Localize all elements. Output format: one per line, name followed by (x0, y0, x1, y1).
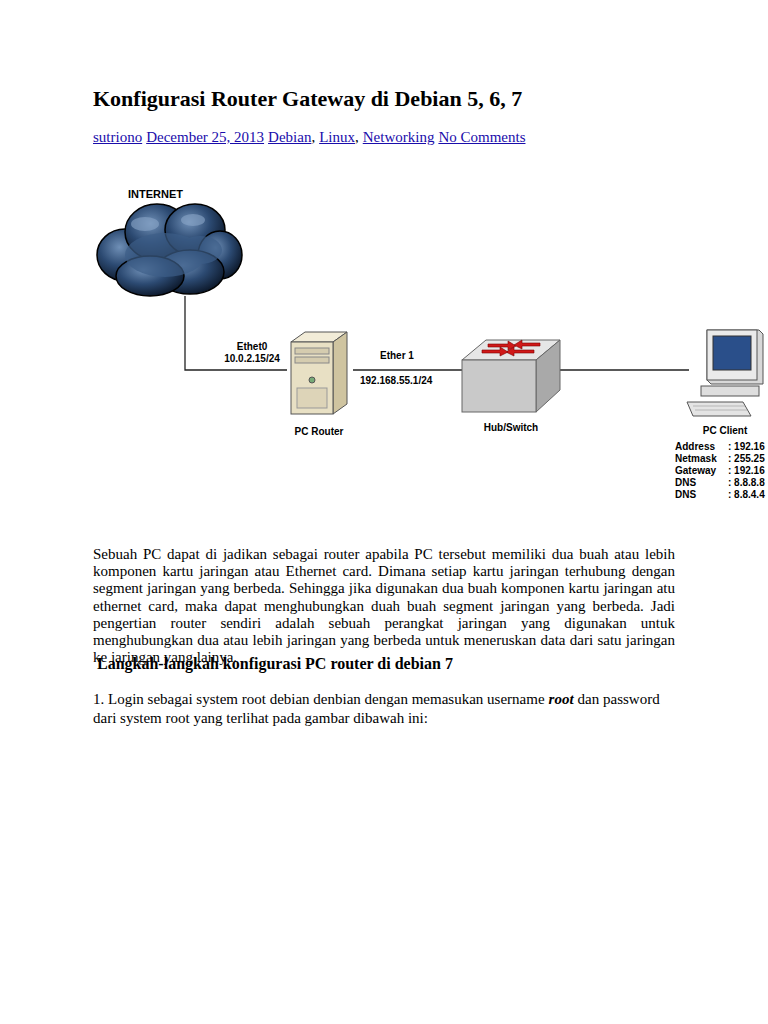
network-cable (185, 296, 287, 370)
text-run: , (355, 129, 359, 145)
network-node: PC Client (685, 326, 765, 438)
diagram-label: Gateway (675, 465, 716, 476)
server-tower-icon (283, 328, 355, 418)
post-meta: sutrionoDecember 25, 2013Debian,Linux,Ne… (93, 129, 525, 146)
text-run: root (549, 691, 574, 707)
node-label: PC Client (685, 425, 765, 436)
diagram-label: : 8.8.8.8 (728, 477, 765, 488)
interface-label: Ether 1 (380, 350, 430, 362)
post-meta-link: Networking (363, 129, 435, 145)
node-label: INTERNET (95, 188, 243, 200)
diagram-label: : 192.16 (728, 441, 765, 452)
post-meta-link: Debian (268, 129, 311, 145)
network-node: PC Router (283, 328, 355, 440)
node-label: Hub/Switch (460, 422, 562, 433)
page-title: Konfigurasi Router Gateway di Debian 5, … (93, 86, 522, 112)
network-cable (560, 369, 689, 370)
network-cable (353, 369, 464, 370)
diagram-label: Netmask (675, 453, 717, 464)
post-meta-link: sutriono (93, 129, 142, 145)
network-node: Hub/Switch (460, 338, 562, 434)
post-meta-link: No Comments (438, 129, 525, 145)
switch-icon (460, 338, 562, 414)
diagram-label: : 255.25 (728, 453, 765, 464)
post-meta-link: Linux (319, 129, 355, 145)
node-label: PC Router (283, 426, 355, 437)
text-run: , (311, 129, 315, 145)
body-paragraph: Sebuah PC dapat di jadikan sebagai route… (93, 546, 675, 666)
diagram-label: DNS (675, 477, 696, 488)
diagram-label: 192.168.55.1/24 (360, 375, 432, 386)
diagram-label: : 192.16 (728, 465, 765, 476)
post-meta-link: December 25, 2013 (146, 129, 264, 145)
section-heading: Langkah-langkah konfigurasi PC router di… (97, 655, 453, 673)
interface-label: Ethet0 10.0.2.15/24 (216, 341, 288, 365)
pc-client-icon (685, 326, 765, 418)
network-node: INTERNET (95, 188, 243, 300)
step-text: 1. Login sebagai system root debian denb… (93, 690, 683, 728)
diagram-label: : 8.8.4.4 (728, 489, 765, 500)
diagram-label: Address (675, 441, 715, 452)
text-run: 1. Login sebagai system root debian denb… (93, 691, 545, 707)
cloud-icon (95, 200, 243, 300)
diagram-label: DNS (675, 489, 696, 500)
